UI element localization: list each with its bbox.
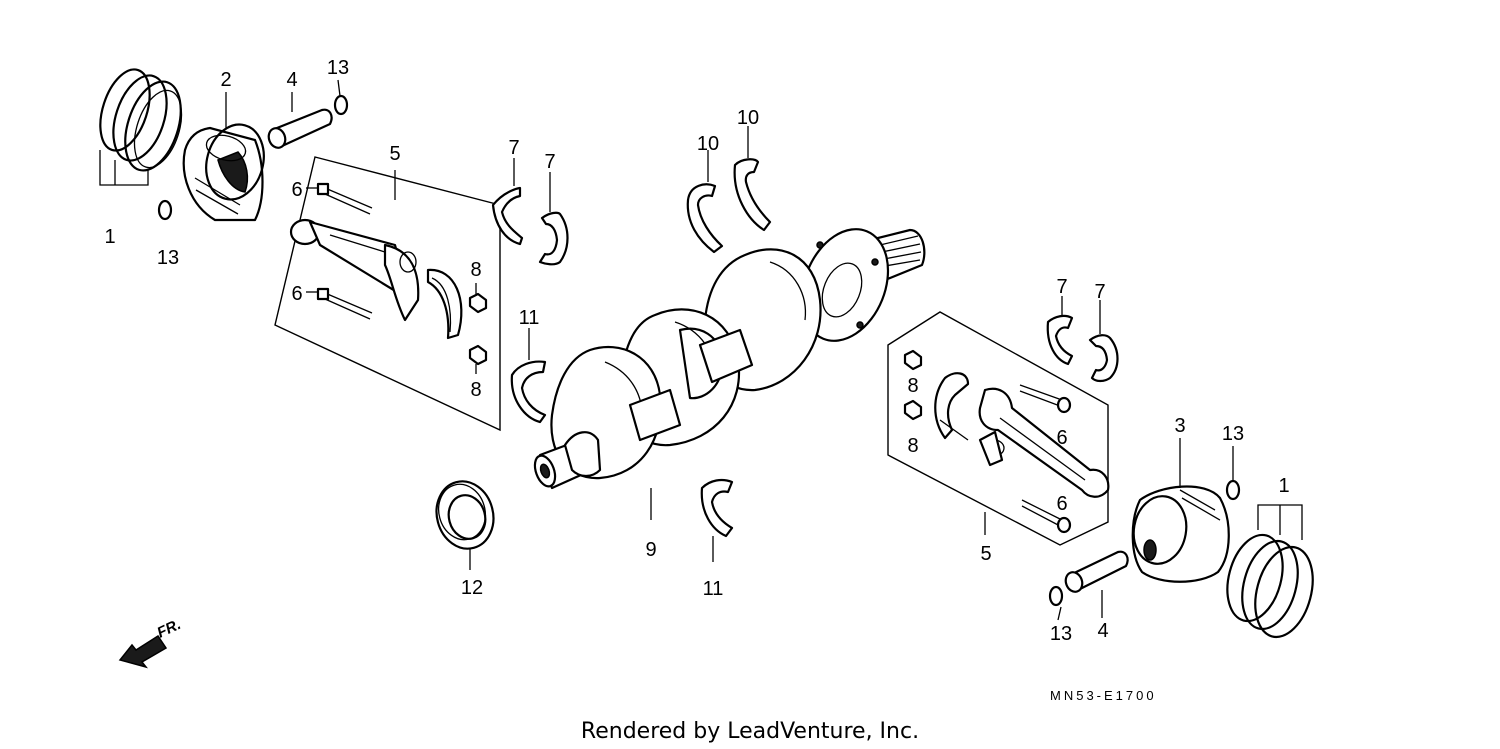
front-direction-arrow: FR. bbox=[118, 616, 184, 669]
bearing-7-b bbox=[538, 172, 569, 266]
piston-rings-left bbox=[99, 68, 183, 186]
callout-7-b: 7 bbox=[544, 151, 555, 173]
conrod-box-left bbox=[274, 156, 501, 432]
conrod-box-right bbox=[887, 311, 1109, 546]
callout-7-a: 7 bbox=[508, 137, 519, 159]
thrust-washer-10-a bbox=[686, 150, 724, 254]
conrod-cap-left bbox=[426, 268, 463, 340]
callout-13-right: 13 bbox=[1222, 423, 1244, 445]
callout-8-c: 8 bbox=[907, 375, 918, 397]
piston-rings-right bbox=[1226, 504, 1314, 639]
bearing-7-d bbox=[1088, 300, 1119, 383]
callout-5-left: 5 bbox=[389, 143, 400, 165]
callout-11-top: 11 bbox=[519, 307, 540, 329]
callout-6-c: 6 bbox=[1056, 427, 1067, 449]
clip-bottom bbox=[1048, 585, 1064, 607]
clip-left bbox=[157, 199, 173, 221]
conrod-right bbox=[978, 387, 1110, 498]
conrod-cap-right bbox=[934, 372, 970, 441]
bearing-7-c bbox=[1046, 296, 1074, 366]
callout-1-left: 1 bbox=[104, 226, 115, 248]
crankshaft bbox=[533, 228, 926, 520]
piston-pin-top bbox=[267, 108, 333, 149]
callout-7-d: 7 bbox=[1094, 281, 1105, 303]
diagram-code: MN53-E1700 bbox=[1050, 688, 1157, 703]
callout-10-b: 10 bbox=[737, 107, 759, 129]
oil-seal bbox=[435, 480, 495, 570]
callout-8-a: 8 bbox=[470, 259, 481, 281]
clip-right bbox=[1225, 479, 1241, 501]
callout-13-left: 13 bbox=[157, 247, 179, 269]
callout-6-d: 6 bbox=[1056, 493, 1067, 515]
thrust-washer-10-b bbox=[733, 126, 772, 232]
callout-3: 3 bbox=[1174, 415, 1185, 437]
piston-pin-bottom bbox=[1064, 550, 1129, 618]
callout-6-b: 6 bbox=[291, 283, 302, 305]
piston-right bbox=[1131, 438, 1230, 583]
callout-13-top: 13 bbox=[327, 57, 349, 79]
callout-8-b: 8 bbox=[470, 379, 481, 401]
callout-7-c: 7 bbox=[1056, 276, 1067, 298]
callout-10-a: 10 bbox=[697, 133, 719, 155]
bolts-left bbox=[306, 182, 373, 320]
callout-12: 12 bbox=[461, 577, 483, 599]
bearing-11-top bbox=[510, 328, 547, 424]
conrod-left bbox=[289, 218, 420, 322]
bolts-right bbox=[1019, 384, 1072, 534]
callout-1-right: 1 bbox=[1278, 475, 1289, 497]
nuts-right bbox=[903, 349, 923, 421]
clip-top bbox=[333, 94, 349, 116]
callout-6-a: 6 bbox=[291, 179, 302, 201]
callout-9: 9 bbox=[645, 539, 656, 561]
nuts-left bbox=[468, 283, 488, 374]
callout-labels: 1 2 4 13 13 5 6 6 8 8 7 7 10 10 11 9 11 … bbox=[104, 57, 1289, 645]
callout-4-top: 4 bbox=[286, 69, 297, 91]
callout-13-bottom: 13 bbox=[1050, 623, 1072, 645]
piston-left bbox=[182, 123, 265, 222]
callout-5-right: 5 bbox=[980, 543, 991, 565]
callout-8-d: 8 bbox=[907, 435, 918, 457]
bearing-7-a bbox=[491, 158, 524, 246]
front-label: FR. bbox=[155, 616, 184, 642]
bearing-11-bottom bbox=[700, 478, 734, 562]
callout-4-bottom: 4 bbox=[1097, 620, 1108, 642]
credit-text: Rendered by LeadVenture, Inc. bbox=[581, 719, 919, 744]
callout-2: 2 bbox=[220, 69, 231, 91]
callout-11-bottom: 11 bbox=[703, 578, 724, 600]
